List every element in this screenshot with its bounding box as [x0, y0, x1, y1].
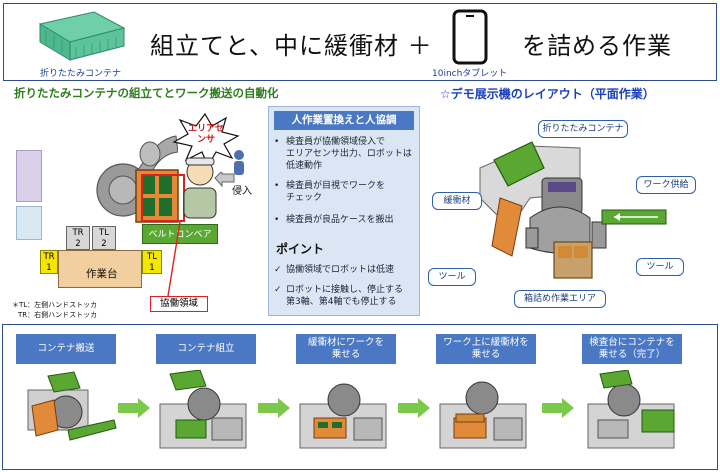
worker-figure	[183, 157, 217, 219]
center-bullet-3: 検査員が良品ケースを搬出	[286, 215, 394, 225]
callout-container: 折りたたみコンテナ	[538, 120, 628, 138]
callout-packing-area: 箱詰め作業エリア	[514, 290, 606, 308]
folding-container-image	[38, 11, 126, 61]
footnote-tr: TR：右側ハンドストッカ	[18, 311, 98, 319]
callout-cushion: 緩衝材	[432, 192, 482, 210]
step-arrow-4	[542, 398, 574, 418]
center-bullet-1: 検査員が協働領域侵入で エリアセンサ出力、ロボットは 低速動作	[286, 137, 412, 171]
check-icon-1: ✓	[274, 265, 282, 275]
step-arrow-3	[398, 398, 430, 418]
tablet-icon	[452, 9, 488, 65]
step-label-3: 緩衝材にワークを 乗せる	[296, 334, 396, 364]
person-small-icon	[234, 150, 244, 175]
shelf-box-purple	[16, 150, 42, 202]
tablet-caption: 10inchタブレット	[432, 69, 508, 79]
callout-tool-left: ツール	[428, 268, 476, 286]
process-steps-frame	[2, 324, 718, 470]
callout-work-supply: ワーク供給	[636, 176, 696, 194]
right-section-heading: ☆デモ展示機のレイアウト（平面作業）	[440, 87, 655, 101]
step-label-2: コンテナ組立	[156, 334, 256, 364]
step-arrow-1	[118, 398, 150, 418]
hand-stocker-tl2: TL 2	[92, 226, 116, 250]
step-image-4	[439, 381, 527, 449]
step-arrow-2	[258, 398, 290, 418]
container-caption: 折りたたみコンテナ	[40, 69, 122, 79]
center-bullet-2: 検査員が目視でワークを チェック	[286, 181, 386, 203]
step-image-5	[587, 370, 675, 449]
hand-stocker-tl1: TL 1	[142, 250, 162, 274]
bullet-dot-1: •	[274, 137, 280, 147]
callout-tool-right: ツール	[636, 258, 684, 276]
bullet-dot-3: •	[274, 215, 280, 225]
bullet-dot-2: •	[274, 181, 280, 191]
center-panel-title: 人作業置換えと人協調	[274, 111, 414, 130]
step-label-5: 検査台にコンテナを 乗せる（完了）	[582, 334, 682, 364]
center-point-2: ロボットに接触し、停止する 第3軸、第4軸でも停止する	[286, 285, 404, 307]
left-section-heading: 折りたたみコンテナの組立てとワーク搬送の自動化	[14, 86, 279, 100]
step-label-1: コンテナ搬送	[16, 334, 116, 364]
hand-stocker-tr2: TR 2	[66, 226, 90, 250]
header-title-part2: を詰める作業	[522, 32, 672, 60]
intrusion-arrow	[214, 172, 235, 188]
container-on-robot	[135, 169, 179, 223]
step-label-4: ワーク上に緩衝材を 乗せる	[436, 334, 536, 364]
intrusion-label: 侵入	[232, 186, 252, 197]
demo-layout-plan	[479, 141, 667, 279]
center-point-1: 協働領域でロボットは低速	[286, 265, 395, 275]
step-image-1	[27, 371, 117, 441]
shelf-box-blue	[16, 206, 42, 240]
step-text-5: 検査台にコンテナを 乗せる（完了）	[589, 337, 675, 360]
step-image-2	[159, 370, 247, 449]
workbench-label: 作業台	[86, 268, 118, 280]
check-icon-2: ✓	[274, 285, 282, 295]
header-title-part1: 組立てと、中に緩衝材 ＋	[150, 32, 433, 60]
workbench	[58, 250, 142, 288]
area-sensor-label: エリアセンサ	[188, 124, 224, 145]
footnote-tl: ＊TL：左側ハンドストッカ	[12, 301, 98, 309]
step-text-4: ワーク上に緩衝材を 乗せる	[443, 337, 529, 360]
step-text-2: コンテナ組立	[177, 343, 235, 354]
step-text-3: 緩衝材にワークを 乗せる	[307, 337, 384, 360]
points-heading: ポイント	[276, 242, 325, 256]
hand-stocker-tr1: TR 1	[40, 250, 58, 274]
collab-area-label: 協働領域	[150, 296, 208, 312]
step-image-3	[299, 383, 387, 449]
step-text-1: コンテナ搬送	[37, 343, 95, 354]
collab-area-leader-line	[167, 222, 181, 297]
center-info-panel	[268, 106, 420, 316]
